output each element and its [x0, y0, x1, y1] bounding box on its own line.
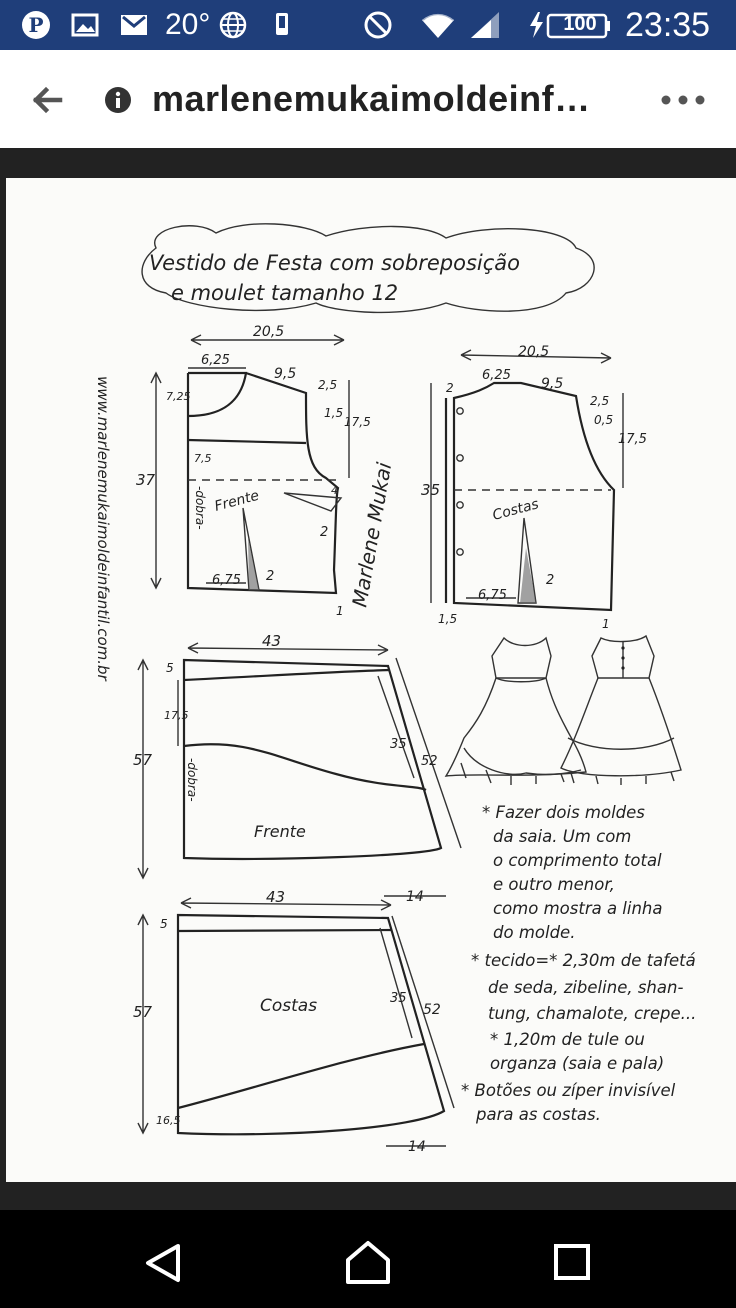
back-bodice-shoulder: 9,5: [541, 376, 563, 392]
back-bodice-label: Costas: [491, 496, 541, 524]
note-line-4: e outro menor,: [493, 875, 615, 894]
pattern-title-line1: Vestido de Festa com sobreposição: [149, 251, 520, 275]
back-bodice-dim-0-5: 0,5: [594, 413, 613, 427]
front-bodice-shoulder-left: 6,25: [201, 353, 230, 368]
title-cloud: [141, 223, 595, 314]
svg-text:P: P: [28, 13, 43, 37]
back-bodice: 20,5 6,25 9,5 2 2,5 0,5 17,5 35 Costas 6…: [421, 344, 647, 631]
globe-icon: [218, 10, 248, 40]
dress-illustration-front: [444, 636, 587, 785]
note-line-11: organza (saia e pala): [490, 1054, 664, 1073]
note-line-12: * Botões ou zíper invisível: [461, 1081, 676, 1100]
note-line-13: para as costas.: [475, 1105, 601, 1124]
front-bodice-height: 37: [136, 471, 156, 489]
info-icon[interactable]: [104, 86, 132, 114]
back-bodice-dim-1-5: 1,5: [438, 612, 457, 626]
back-skirt-height: 57: [133, 1003, 153, 1021]
phone-icon: [270, 10, 294, 40]
back-skirt-bottom-left: 16,5: [156, 1114, 181, 1127]
back-bodice-dim-2-5: 2,5: [590, 394, 609, 408]
front-bodice-dart-bottom: 6,75: [212, 573, 241, 588]
charging-battery-icon: [528, 10, 612, 40]
note-line-10: * 1,20m de tule ou: [490, 1030, 645, 1049]
back-skirt-top: 5: [160, 917, 168, 931]
note-line-8: de seda, zibeline, shan-: [488, 978, 683, 997]
temperature: 20°: [165, 8, 211, 41]
front-skirt-diag: 35: [390, 737, 407, 752]
back-bodice-dart-bottom: 6,75: [478, 588, 507, 603]
designer-signature: Marlene Mukai: [347, 460, 396, 609]
front-bodice-shoulder: 9,5: [274, 366, 296, 382]
note-line-6: do molde.: [493, 923, 575, 942]
note-line-5: como mostra a linha: [493, 899, 663, 918]
note-line-7: * tecido=* 2,30m de tafetá: [471, 951, 696, 970]
front-bodice-dim-2a: 2: [320, 525, 328, 540]
front-skirt-top: 5: [166, 661, 174, 675]
back-bodice-width: 20,5: [518, 344, 549, 360]
back-bodice-dim-1: 1: [602, 617, 610, 631]
back-skirt-hem: 14: [408, 1139, 426, 1155]
back-skirt-width: 43: [266, 888, 285, 906]
front-bodice-dim-2-5: 2,5: [318, 378, 337, 392]
signal-icon: [468, 10, 502, 40]
pinterest-icon: P: [20, 10, 52, 40]
more-horizontal-icon[interactable]: [658, 90, 708, 110]
arrow-left-icon[interactable]: [26, 80, 70, 120]
dress-illustration-back: [560, 634, 682, 785]
note-line-3: o comprimento total: [493, 851, 662, 870]
home-icon[interactable]: [344, 1238, 392, 1286]
recents-square-icon[interactable]: [552, 1242, 592, 1282]
front-bodice-dim-4: 4: [331, 484, 338, 497]
back-bodice-dim-2: 2: [446, 381, 454, 395]
front-skirt-label: Frente: [254, 822, 306, 841]
front-bodice: 20,5 6,25 9,5 2,5 7,25 1,5 17,5 7,5 37 -…: [136, 324, 371, 618]
status-bar: P 20° 100 23:35: [0, 0, 736, 50]
back-bodice-shoulder-left: 6,25: [482, 368, 511, 383]
clock: 23:35: [625, 6, 711, 44]
gmail-icon: [118, 10, 150, 40]
website-text: www.marlenemukaimoldeinfantil.com.br: [94, 376, 112, 682]
back-triangle-icon[interactable]: [140, 1240, 186, 1286]
pattern-notes: * Fazer dois moldes da saia. Um com o co…: [461, 803, 696, 1124]
note-line-1: * Fazer dois moldes: [482, 803, 645, 822]
front-skirt: 43 5 17,5 57 -dobra- Frente 35 52 14: [133, 632, 462, 905]
front-skirt-side: 52: [421, 754, 438, 769]
front-skirt-height: 57: [133, 751, 153, 769]
front-skirt-hem: 14: [406, 889, 424, 905]
pattern-title-line2: e moulet tamanho 12: [171, 281, 398, 305]
back-bodice-dim-2b: 2: [546, 573, 554, 588]
url-field[interactable]: marlenemukaimoldeinf…: [152, 78, 591, 119]
front-bodice-dim-17-5: 17,5: [344, 415, 371, 429]
note-line-9: tung, chamalote, crepe...: [488, 1004, 696, 1023]
browser-toolbar: [0, 50, 736, 148]
front-bodice-width: 20,5: [253, 324, 284, 340]
front-skirt-fold: -dobra-: [185, 758, 199, 802]
front-bodice-dim-1: 1: [336, 604, 344, 618]
image-icon: [70, 10, 100, 40]
back-skirt-side: 52: [423, 1002, 441, 1018]
front-bodice-dim-1-5: 1,5: [324, 406, 343, 420]
navigation-bar: [0, 1210, 736, 1308]
front-skirt-width: 43: [262, 632, 281, 650]
back-skirt: 43 5 57 Costas 35 52 16,5 14: [133, 888, 455, 1155]
battery-level: 100: [563, 13, 597, 35]
front-bodice-dim-2b: 2: [266, 569, 274, 584]
front-bodice-fold: -dobra-: [193, 486, 207, 530]
back-skirt-diag: 35: [390, 991, 407, 1006]
front-bodice-label: Frente: [213, 488, 261, 515]
back-bodice-dim-17-5: 17,5: [618, 432, 647, 447]
front-skirt-mid: 17,5: [164, 709, 189, 722]
sewing-pattern-image: Vestido de Festa com sobreposição e moul…: [6, 178, 736, 1182]
front-bodice-dim-7-5: 7,5: [194, 452, 212, 465]
back-bodice-height: 35: [421, 481, 440, 499]
note-line-2: da saia. Um com: [493, 827, 631, 846]
wifi-icon: [418, 10, 458, 40]
back-skirt-label: Costas: [260, 996, 317, 1016]
do-not-disturb-icon: [362, 10, 394, 40]
front-bodice-dim-7-25: 7,25: [166, 390, 191, 403]
